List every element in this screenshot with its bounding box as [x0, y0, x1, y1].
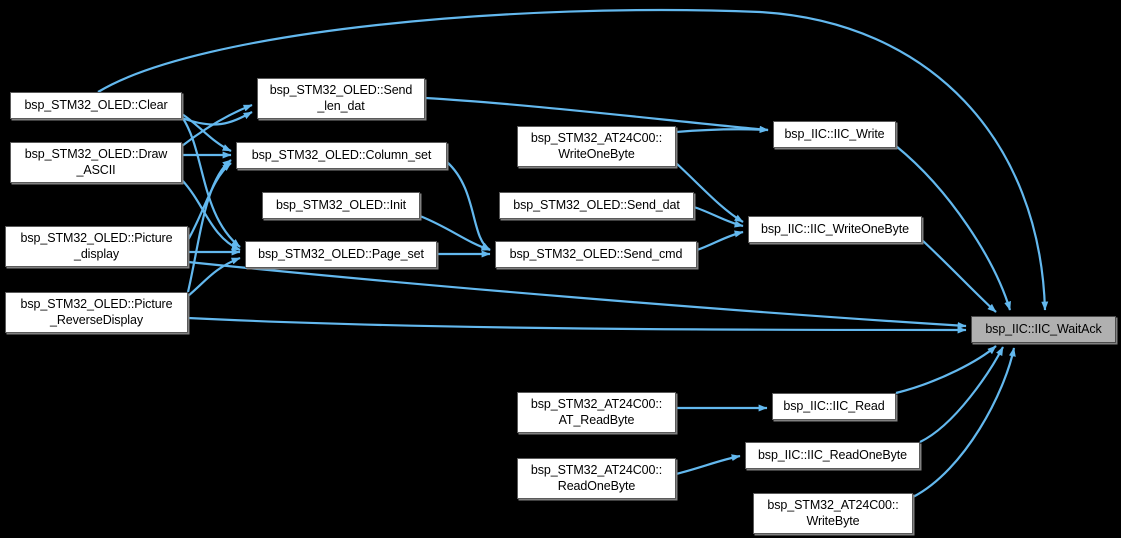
call-edge-picture_reverse-to-iic_waitack: [187, 316, 967, 334]
graph-node-at_writeonebyte[interactable]: bsp_STM32_AT24C00:: WriteOneByte: [517, 126, 676, 167]
call-edge-picture_reverse-to-page_set: [187, 256, 241, 297]
graph-node-iic_waitack[interactable]: bsp_IIC::IIC_WaitAck: [971, 316, 1116, 343]
call-edge-clear-to-column_set: [181, 113, 232, 152]
call-edge-clear-to-iic_waitack: [97, 8, 1049, 311]
graph-node-page_set[interactable]: bsp_STM32_OLED::Page_set: [245, 241, 437, 268]
graph-node-iic_read[interactable]: bsp_IIC::IIC_Read: [772, 393, 896, 420]
graph-node-label: bsp_IIC::IIC_Read: [783, 398, 885, 413]
graph-node-clear[interactable]: bsp_STM32_OLED::Clear: [10, 92, 182, 119]
graph-node-iic_readonebyte[interactable]: bsp_IIC::IIC_ReadOneByte: [745, 442, 920, 469]
graph-node-send_len_dat[interactable]: bsp_STM32_OLED::Send _len_dat: [257, 78, 425, 119]
graph-node-label: bsp_STM32_OLED::Init: [275, 197, 406, 212]
call-edge-picture_display-to-iic_waitack: [187, 260, 967, 329]
call-edge-at_writebyte-to-iic_waitack: [912, 347, 1016, 498]
graph-node-at_writebyte[interactable]: bsp_STM32_AT24C00:: WriteByte: [753, 493, 913, 534]
graph-node-iic_write[interactable]: bsp_IIC::IIC_Write: [773, 121, 896, 148]
call-edge-at_writeonebyte-to-iic_write: [675, 126, 769, 134]
graph-node-draw_ascii[interactable]: bsp_STM32_OLED::Draw _ASCII: [10, 142, 182, 183]
graph-node-label: bsp_STM32_OLED::Picture _ReverseDisplay: [20, 297, 173, 327]
graph-node-label: bsp_STM32_OLED::Clear: [24, 97, 168, 112]
graph-node-label: bsp_IIC::IIC_WriteOneByte: [760, 221, 910, 236]
call-edge-send_cmd-to-iic_writeonebyte: [696, 230, 744, 252]
graph-node-label: bsp_IIC::IIC_WaitAck: [985, 321, 1102, 336]
call-edge-iic_read-to-iic_waitack: [895, 345, 997, 395]
call-edge-init-to-send_cmd: [419, 214, 491, 252]
graph-node-label: bsp_IIC::IIC_Write: [784, 126, 885, 141]
call-edge-at_readonebyte-to-iic_readonebyte: [675, 454, 741, 476]
graph-node-label: bsp_IIC::IIC_ReadOneByte: [757, 447, 908, 462]
call-edge-clear-to-page_set: [181, 116, 241, 248]
graph-node-iic_writeonebyte[interactable]: bsp_IIC::IIC_WriteOneByte: [748, 216, 922, 243]
call-edge-iic_writeonebyte-to-iic_waitack: [921, 239, 997, 313]
graph-node-label: bsp_STM32_AT24C00:: WriteByte: [767, 498, 899, 528]
call-edge-at_writeonebyte-to-iic_writeonebyte: [675, 162, 744, 223]
call-edge-iic_readonebyte-to-iic_waitack: [919, 346, 1004, 443]
graph-node-picture_reverse[interactable]: bsp_STM32_OLED::Picture _ReverseDisplay: [5, 292, 188, 333]
graph-node-init[interactable]: bsp_STM32_OLED::Init: [262, 192, 420, 219]
call-edge-picture_reverse-to-column_set: [186, 159, 232, 293]
call-edge-draw_ascii-to-page_set: [181, 179, 241, 251]
graph-node-label: bsp_STM32_OLED::Page_set: [258, 246, 424, 261]
graph-node-label: bsp_STM32_OLED::Column_set: [251, 147, 432, 162]
graph-node-label: bsp_STM32_OLED::Send _len_dat: [269, 83, 413, 113]
call-edge-column_set-to-send_cmd: [446, 161, 491, 251]
call-edge-iic_write-to-iic_waitack: [895, 145, 1012, 311]
graph-node-send_dat[interactable]: bsp_STM32_OLED::Send_dat: [499, 192, 694, 219]
graph-node-label: bsp_STM32_OLED::Send_dat: [513, 197, 680, 212]
call-edge-send_len_dat-to-iic_write: [424, 96, 769, 133]
graph-node-label: bsp_STM32_OLED::Picture _display: [20, 231, 173, 261]
call-edge-send_dat-to-iic_writeonebyte: [693, 205, 744, 228]
call-edge-draw_ascii-to-send_len_dat: [181, 103, 253, 147]
graph-node-at_readonebyte[interactable]: bsp_STM32_AT24C00:: ReadOneByte: [517, 458, 676, 499]
graph-node-send_cmd[interactable]: bsp_STM32_OLED::Send_cmd: [495, 241, 697, 268]
graph-node-label: bsp_STM32_AT24C00:: WriteOneByte: [530, 131, 663, 161]
graph-node-at_readbyte[interactable]: bsp_STM32_AT24C00:: AT_ReadByte: [517, 392, 676, 433]
graph-node-label: bsp_STM32_OLED::Send_cmd: [509, 246, 683, 261]
graph-node-label: bsp_STM32_AT24C00:: AT_ReadByte: [530, 397, 663, 427]
graph-node-column_set[interactable]: bsp_STM32_OLED::Column_set: [236, 142, 447, 169]
graph-node-picture_display[interactable]: bsp_STM32_OLED::Picture _display: [5, 226, 188, 267]
graph-node-label: bsp_STM32_OLED::Draw _ASCII: [24, 147, 168, 177]
graph-node-label: bsp_STM32_AT24C00:: ReadOneByte: [530, 463, 663, 493]
